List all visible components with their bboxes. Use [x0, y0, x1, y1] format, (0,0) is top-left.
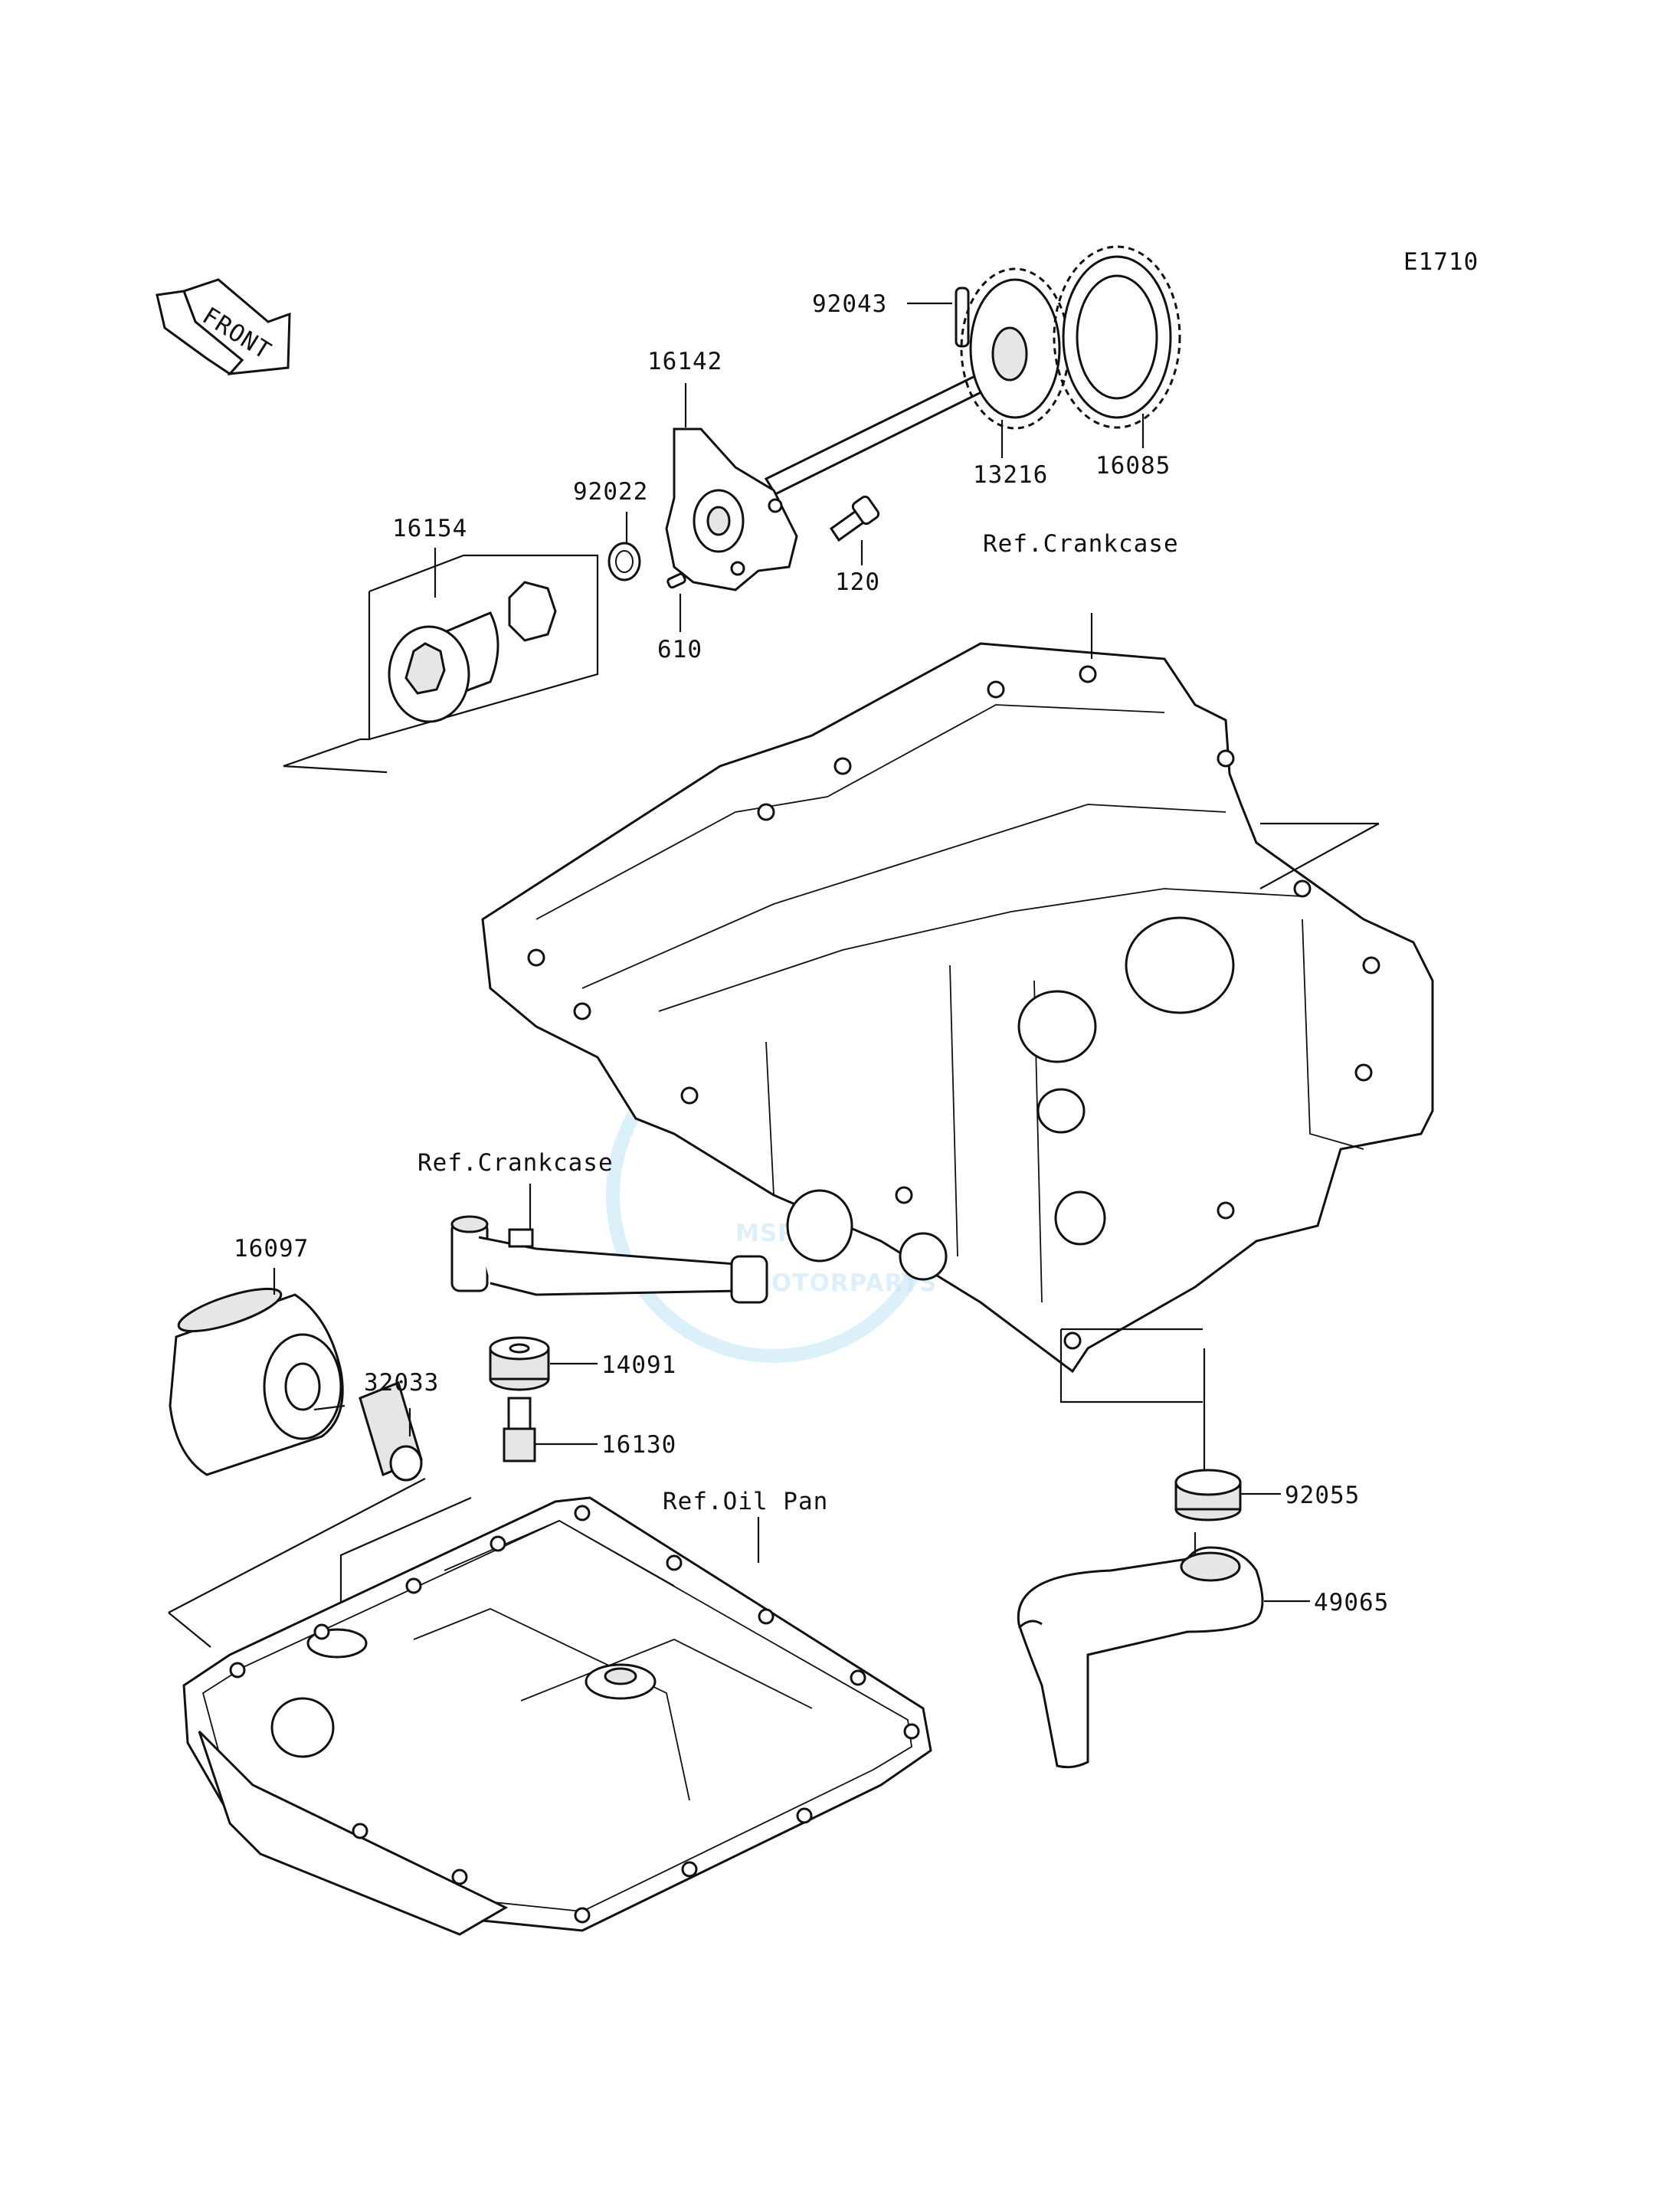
oil-strainer-49065: 49065	[1017, 1532, 1389, 1769]
front-arrow-icon: FRONT	[156, 278, 291, 375]
oil-pan-ref: Ref.Oil Pan	[168, 1478, 932, 1936]
fitting-32033: 32033	[313, 1369, 439, 1482]
collar-14091: 14091	[489, 1336, 676, 1391]
part-label-49065: 49065	[1314, 1589, 1389, 1616]
part-label-14091: 14091	[601, 1351, 676, 1379]
diagram-code: E1710	[1403, 248, 1479, 276]
gear-16085: 16085	[1053, 245, 1181, 480]
pump-shaft-gear-13216: 13216	[764, 267, 1070, 496]
part-label-16085: 16085	[1095, 452, 1171, 480]
relief-valve-16130: 16130	[503, 1397, 676, 1462]
rotor-set-16154: 16154	[283, 515, 599, 774]
part-label-16154: 16154	[392, 515, 467, 542]
pin-92043: 92043	[812, 287, 970, 348]
part-label-13216: 13216	[973, 461, 1048, 489]
grommet-92055: 92055	[1174, 1348, 1360, 1521]
oil-filter-16097: 16097	[169, 1235, 344, 1476]
crankcase-ref: Ref.Crankcase	[481, 530, 1434, 1403]
part-label-92022: 92022	[573, 478, 648, 506]
pin-610: 610	[657, 572, 702, 663]
pump-cover-16142: 16142	[647, 348, 798, 591]
part-label-16097: 16097	[234, 1235, 309, 1263]
oil-pipe: Ref.Crankcase	[418, 1149, 768, 1304]
watermark-sub-text: MOTORPARTS	[747, 1269, 937, 1297]
bolt-120: 120	[829, 495, 880, 596]
part-label-92055: 92055	[1285, 1482, 1360, 1509]
part-label-120: 120	[835, 568, 880, 596]
ref-oil-pan: Ref.Oil Pan	[663, 1488, 828, 1515]
part-label-610: 610	[657, 636, 702, 663]
part-label-16130: 16130	[601, 1431, 676, 1459]
ref-crankcase-top: Ref.Crankcase	[983, 530, 1179, 558]
ref-crankcase-mid: Ref.Crankcase	[418, 1149, 614, 1177]
o-ring-92022: 92022	[573, 478, 648, 581]
part-label-92043: 92043	[812, 290, 887, 318]
part-label-16142: 16142	[647, 348, 722, 375]
watermark-logo-text: MSP	[735, 1220, 796, 1247]
part-label-32033: 32033	[364, 1369, 439, 1397]
